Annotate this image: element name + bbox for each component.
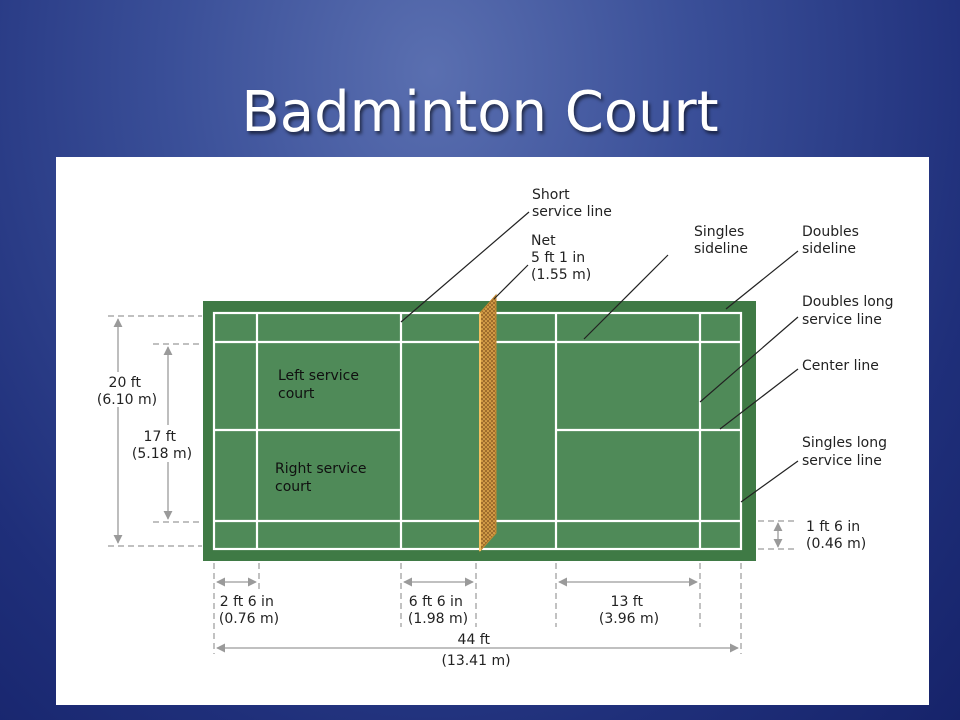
dim-label-2ft6: 2 ft 6 in (0.76 m) <box>219 594 279 627</box>
court-lines <box>212 311 743 551</box>
label-left-service-court: Left service court <box>278 368 363 402</box>
dim-label-1ft6: 1 ft 6 in (0.46 m) <box>806 519 866 552</box>
label-center-line: Center line <box>802 358 879 374</box>
label-singles-long-service-line: Singles long service line <box>802 435 891 469</box>
dim-label-20ft: 20 ft (6.10 m) <box>97 375 157 408</box>
dim-label-13ft: 13 ft (3.96 m) <box>599 594 659 627</box>
court-diagram: Short service line Net 5 ft 1 in (1.55 m… <box>97 187 898 669</box>
net <box>479 293 497 553</box>
callout-lines <box>400 211 799 503</box>
label-doubles-sideline: Doubles sideline <box>802 224 863 257</box>
label-short-service-line: Short service line <box>532 187 612 220</box>
dim-label-6ft6: 6 ft 6 in (1.98 m) <box>408 594 468 627</box>
label-right-service-court: Right service court <box>275 461 371 495</box>
court-diagram-panel: Short service line Net 5 ft 1 in (1.55 m… <box>56 157 929 705</box>
label-singles-sideline: Singles sideline <box>694 224 749 257</box>
dim-label-44ft: 44 ft (13.41 m) <box>441 632 510 669</box>
dim-label-17ft: 17 ft (5.18 m) <box>132 429 192 462</box>
slide-title: Badminton Court <box>241 80 719 145</box>
label-doubles-long-service-line: Doubles long service line <box>802 294 898 328</box>
dimension-extension-lines <box>108 315 798 654</box>
label-net: Net 5 ft 1 in (1.55 m) <box>531 233 591 283</box>
dimension-arrows <box>113 318 783 653</box>
